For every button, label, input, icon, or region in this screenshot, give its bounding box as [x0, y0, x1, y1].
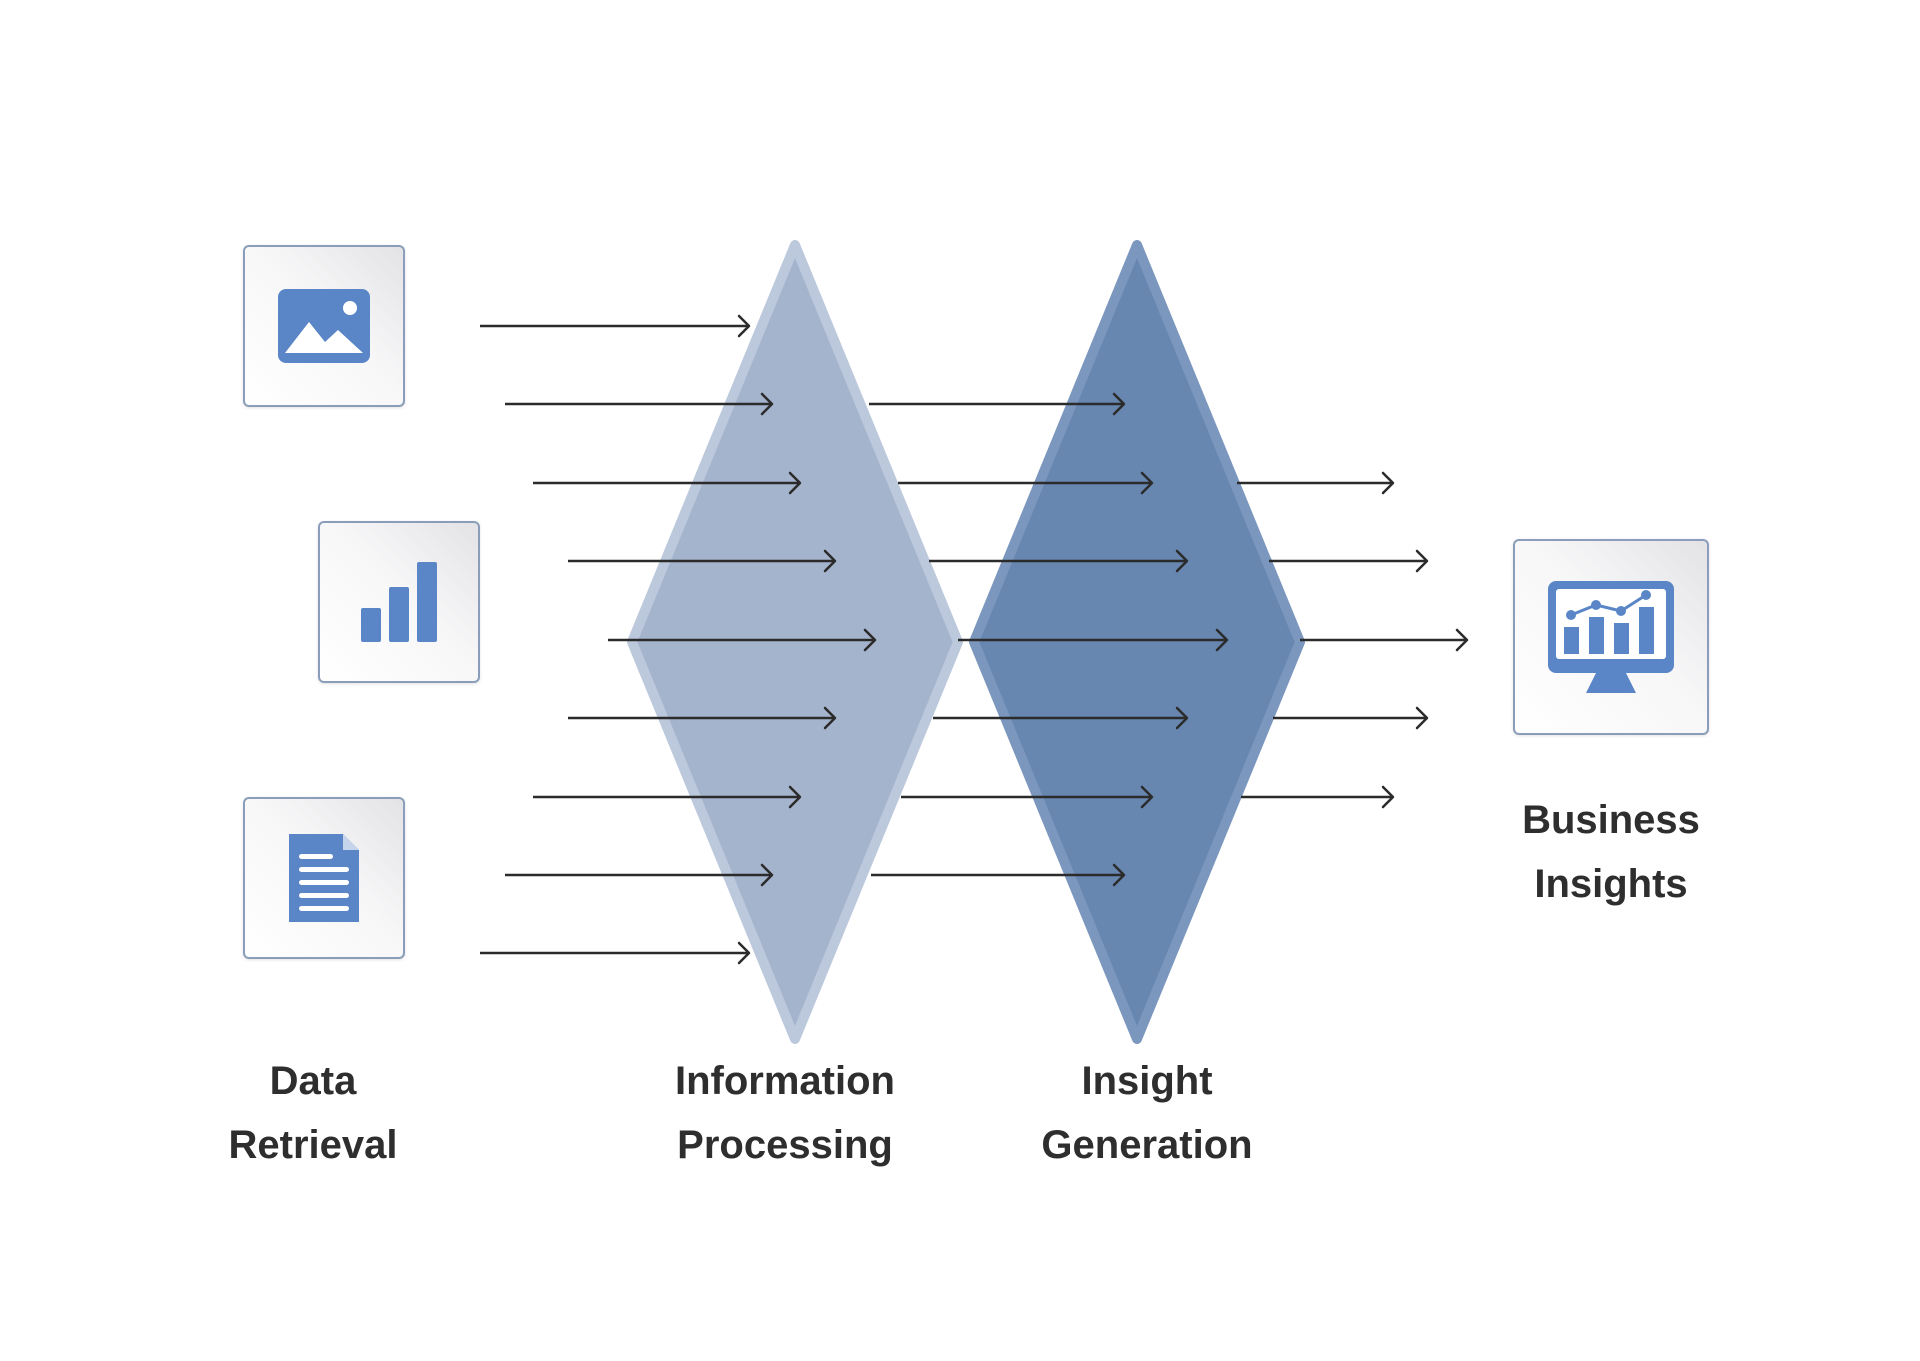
flow-arrow: [505, 863, 774, 887]
insight-generation-line-1: Insight: [1081, 1059, 1213, 1103]
image-icon: [278, 289, 370, 363]
business-insights-line-1: Business: [1522, 798, 1700, 842]
image-source-box: [243, 245, 405, 407]
flow-arrow: [568, 549, 837, 573]
flow-arrow: [869, 392, 1126, 416]
flow-arrow: [871, 863, 1126, 887]
insight-generation-line-2: Generation: [1041, 1123, 1253, 1167]
flow-arrow: [901, 785, 1154, 809]
flow-arrow: [505, 392, 774, 416]
business-insights-label: Business Insights: [1491, 788, 1731, 916]
flow-arrow: [1300, 628, 1469, 652]
flow-arrow: [480, 941, 751, 965]
flow-arrows: [480, 314, 1469, 965]
flow-arrow: [533, 471, 802, 495]
bar-chart-source-box: [318, 521, 480, 683]
insight-generation-label: Insight Generation: [1017, 1049, 1277, 1177]
insight-generation-diamond: [969, 240, 1305, 1044]
information-processing-line-2: Processing: [677, 1123, 893, 1167]
document-source-box: [243, 797, 405, 959]
data-retrieval-line-1: Data: [269, 1059, 357, 1103]
data-retrieval-label: Data Retrieval: [213, 1049, 413, 1177]
flow-arrow: [958, 628, 1229, 652]
flow-arrow: [1237, 471, 1395, 495]
information-processing-diamond: [627, 240, 963, 1044]
flow-arrow: [533, 785, 802, 809]
flow-arrow: [1273, 706, 1429, 730]
data-retrieval-line-2: Retrieval: [228, 1123, 398, 1167]
business-insights-line-2: Insights: [1534, 862, 1688, 906]
flow-arrow: [929, 549, 1189, 573]
monitor-chart-icon: [1548, 581, 1674, 693]
information-processing-line-1: Information: [675, 1059, 895, 1103]
flow-arrow: [568, 706, 837, 730]
flow-arrow: [480, 314, 751, 338]
document-icon: [289, 834, 359, 922]
bar-chart-icon: [361, 562, 437, 642]
flow-arrow: [1269, 549, 1429, 573]
information-processing-label: Information Processing: [645, 1049, 925, 1177]
flow-arrow: [898, 471, 1154, 495]
flow-arrow: [933, 706, 1189, 730]
flow-arrow: [608, 628, 877, 652]
business-insights-box: [1513, 539, 1709, 735]
flow-arrow: [1241, 785, 1395, 809]
